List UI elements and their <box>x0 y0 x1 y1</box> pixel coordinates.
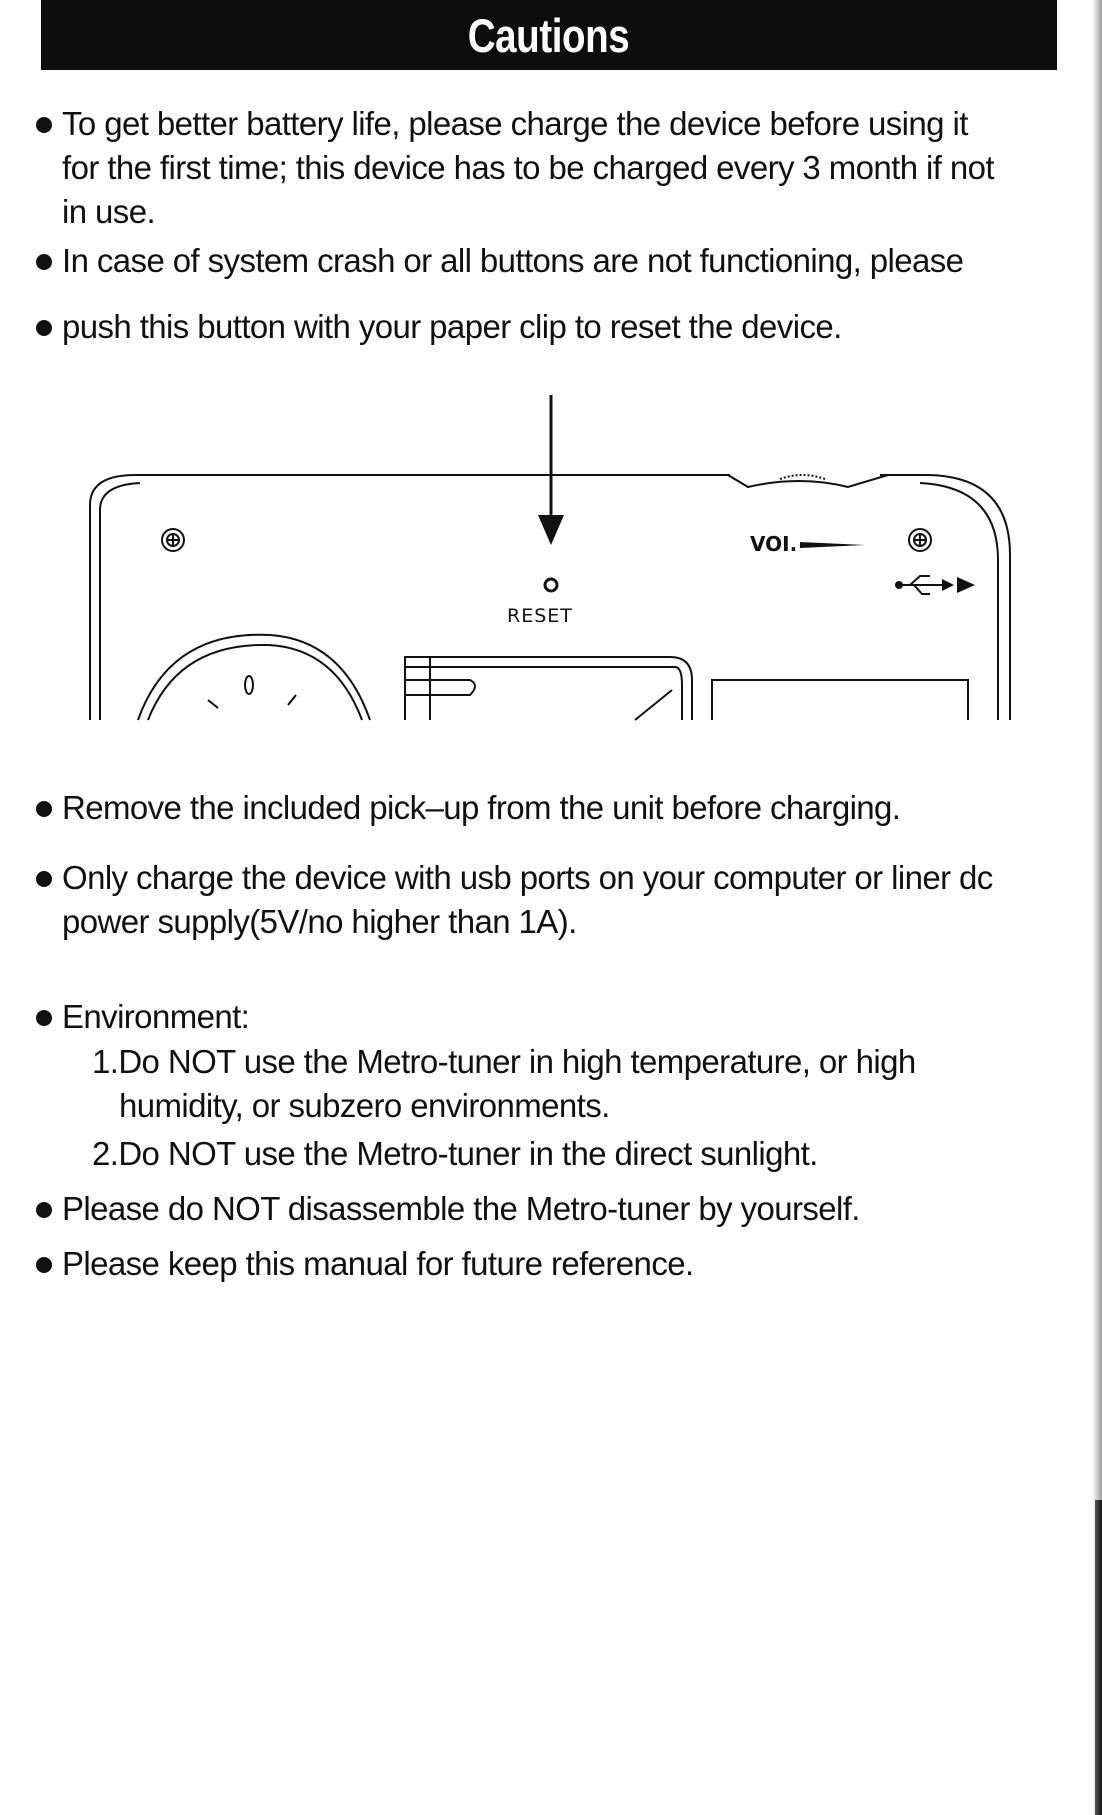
bullet-icon <box>36 801 52 817</box>
bullet-icon <box>36 1257 52 1273</box>
page-title: Cautions <box>468 8 630 62</box>
caution-system-crash: In case of system crash or all buttons a… <box>36 239 1066 283</box>
reset-label: RESET <box>507 605 573 627</box>
text-line: Remove the included pick–up from the uni… <box>62 789 901 826</box>
environment-item-1: 1.Do NOT use the Metro-tuner in high tem… <box>92 1040 1052 1128</box>
environment-item-2: 2.Do NOT use the Metro-tuner in the dire… <box>92 1132 1052 1176</box>
volume-wedge-icon <box>800 542 865 548</box>
bullet-icon <box>36 871 52 887</box>
page-edge-shadow <box>1095 1500 1102 1815</box>
text-line: In case of system crash or all buttons a… <box>62 242 964 279</box>
header-bar: Cautions <box>41 0 1057 70</box>
bullet-icon <box>36 320 52 336</box>
caution-remove-pickup: Remove the included pick–up from the uni… <box>36 786 1066 830</box>
environment-heading: Environment: <box>36 995 1066 1039</box>
caution-reset: push this button with your paper clip to… <box>36 305 1066 349</box>
text-line: push this button with your paper clip to… <box>62 308 842 345</box>
text-line: power supply(5V/no higher than 1A). <box>62 903 577 940</box>
page-edge <box>1092 0 1102 1815</box>
usb-icon <box>895 575 975 595</box>
text-line: in use. <box>62 193 156 230</box>
reset-button-icon <box>543 577 559 593</box>
text-line: To get better battery life, please charg… <box>62 105 968 142</box>
text-line: Please keep this manual for future refer… <box>62 1245 694 1282</box>
caution-battery: To get better battery life, please charg… <box>36 102 1066 234</box>
text-line: Only charge the device with usb ports on… <box>62 859 993 896</box>
volume-label: VOI. <box>750 532 798 556</box>
text-line: Please do NOT disassemble the Metro-tune… <box>62 1190 860 1227</box>
arrow-down-icon <box>538 395 564 545</box>
bullet-icon <box>36 254 52 270</box>
caution-keep-manual: Please keep this manual for future refer… <box>36 1242 1066 1286</box>
text-line: 1.Do NOT use the Metro-tuner in high tem… <box>92 1043 916 1080</box>
caution-disassemble: Please do NOT disassemble the Metro-tune… <box>36 1187 1066 1231</box>
device-diagram <box>89 395 1011 721</box>
text-line: for the first time; this device has to b… <box>62 149 995 186</box>
caution-charge-usb: Only charge the device with usb ports on… <box>36 856 1066 944</box>
bullet-icon <box>36 117 52 133</box>
screw-icon <box>161 528 185 552</box>
bullet-icon <box>36 1010 52 1026</box>
text-line: 2.Do NOT use the Metro-tuner in the dire… <box>92 1135 818 1172</box>
text-line: humidity, or subzero environments. <box>119 1087 610 1124</box>
bullet-icon <box>36 1202 52 1218</box>
text-line: Environment: <box>62 998 250 1035</box>
screw-icon <box>908 528 932 552</box>
